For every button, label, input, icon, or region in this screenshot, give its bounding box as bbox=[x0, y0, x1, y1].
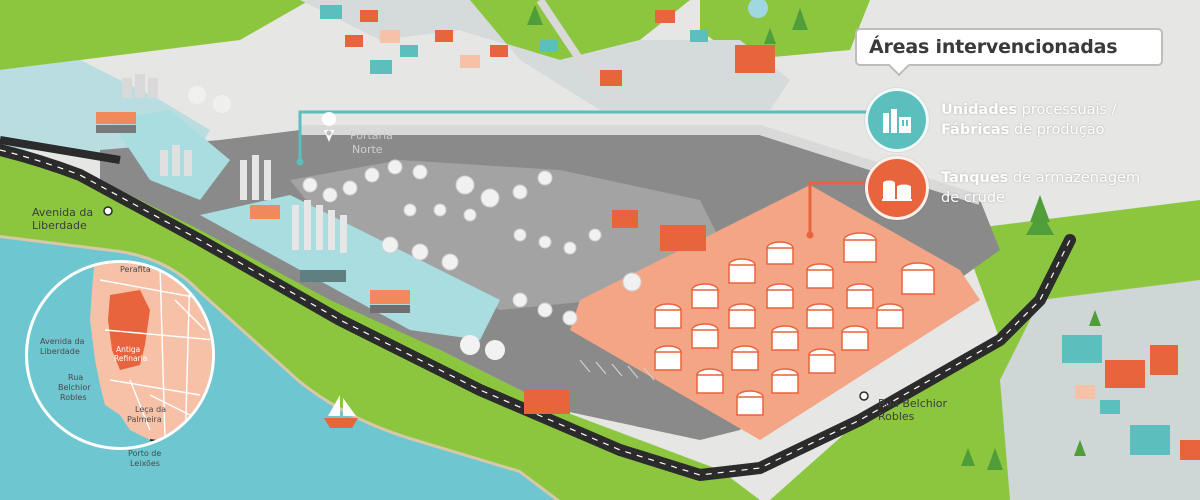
legend-tanks-strong-1: Tanques bbox=[941, 170, 1009, 186]
legend-process-strong-2: Fábricas bbox=[941, 122, 1010, 138]
tank-legend-line bbox=[808, 181, 868, 235]
trees bbox=[527, 5, 1101, 470]
legend-text-crude-tanks: Tanques de armazenagem de crude bbox=[941, 168, 1140, 208]
building-orange-2 bbox=[660, 225, 706, 251]
process-marker bbox=[296, 158, 304, 166]
street-top bbox=[536, 0, 623, 103]
tank-marker bbox=[806, 231, 814, 239]
residential-top bbox=[300, 0, 790, 110]
inset-leca-1: Leça da bbox=[135, 405, 166, 414]
rua-point bbox=[859, 391, 869, 401]
rua-label-1: Rua Belchior bbox=[878, 397, 948, 410]
legend-process-rest-2: de produção bbox=[1009, 122, 1105, 138]
building-orange-3 bbox=[524, 390, 570, 414]
inset-refinery-2: Refinaria bbox=[114, 354, 147, 363]
inset-rua-3: Robles bbox=[60, 393, 86, 402]
legend-text-process-units: Unidades processuais / Fábricas de produ… bbox=[941, 100, 1117, 140]
legend-title: Áreas intervencionadas bbox=[869, 36, 1118, 58]
storage-tanks-icon bbox=[865, 156, 929, 220]
avenida-label-1: Avenida da bbox=[32, 206, 93, 219]
legend-process-rest-1: processuais / bbox=[1017, 102, 1117, 118]
grass-topleft bbox=[0, 0, 310, 70]
avenida-label-2: Liberdade bbox=[32, 219, 87, 232]
grass-top bbox=[460, 0, 690, 60]
legend-tanks-rest-2: de crude bbox=[941, 190, 1005, 206]
avenida-point bbox=[103, 206, 113, 216]
main-road bbox=[0, 144, 1076, 481]
inset-refinery-1: Antiga bbox=[116, 345, 140, 354]
rua-label-2: Robles bbox=[878, 410, 915, 423]
houses-right bbox=[1062, 335, 1200, 460]
portaria-pin-icon bbox=[322, 112, 337, 142]
portaria-label-1: Portaria bbox=[350, 129, 393, 142]
legend: Áreas intervencionadas Unidades processu… bbox=[855, 28, 1190, 238]
inset-avenida-1: Avenida da bbox=[40, 337, 85, 346]
tank-farm-grey bbox=[302, 159, 642, 326]
legend-item-crude-tanks: Tanques de armazenagem de crude bbox=[865, 156, 1140, 220]
inset-perafita: Perafita bbox=[120, 265, 151, 274]
process-area-west bbox=[110, 110, 230, 200]
building-orange-1 bbox=[612, 210, 638, 228]
factory-icon bbox=[865, 88, 929, 152]
portaria-label-2: Norte bbox=[352, 143, 383, 156]
houses-top bbox=[320, 0, 775, 86]
tank-farm-platform bbox=[290, 160, 720, 310]
process-units-main bbox=[240, 155, 505, 360]
inset-rua-1: Rua bbox=[68, 373, 83, 382]
legend-item-process-units: Unidades processuais / Fábricas de produ… bbox=[865, 88, 1117, 152]
inset-porto-2: Leixões bbox=[130, 459, 160, 468]
parking-lot bbox=[579, 359, 655, 381]
process-legend-line bbox=[298, 110, 868, 162]
legend-tanks-rest-1: de armazenagem bbox=[1008, 170, 1141, 186]
crude-tank-area bbox=[570, 185, 980, 440]
inset-leca-2: Palmeira bbox=[127, 415, 162, 424]
locator-inset: Perafita Avenida da Liberdade Antiga Ref… bbox=[25, 260, 215, 468]
process-units-west bbox=[96, 74, 231, 176]
legend-process-strong-1: Unidades bbox=[941, 102, 1018, 118]
sailboat-icon bbox=[324, 395, 358, 428]
legend-title-box: Áreas intervencionadas bbox=[855, 28, 1163, 66]
inset-refinery bbox=[108, 290, 150, 370]
road-west bbox=[0, 136, 121, 164]
inset-rua-2: Belchior bbox=[58, 383, 91, 392]
inset-avenida-2: Liberdade bbox=[40, 347, 80, 356]
crude-tanks bbox=[654, 232, 935, 416]
process-area-main bbox=[200, 195, 500, 340]
inset-porto-1: Porto de bbox=[128, 449, 161, 458]
